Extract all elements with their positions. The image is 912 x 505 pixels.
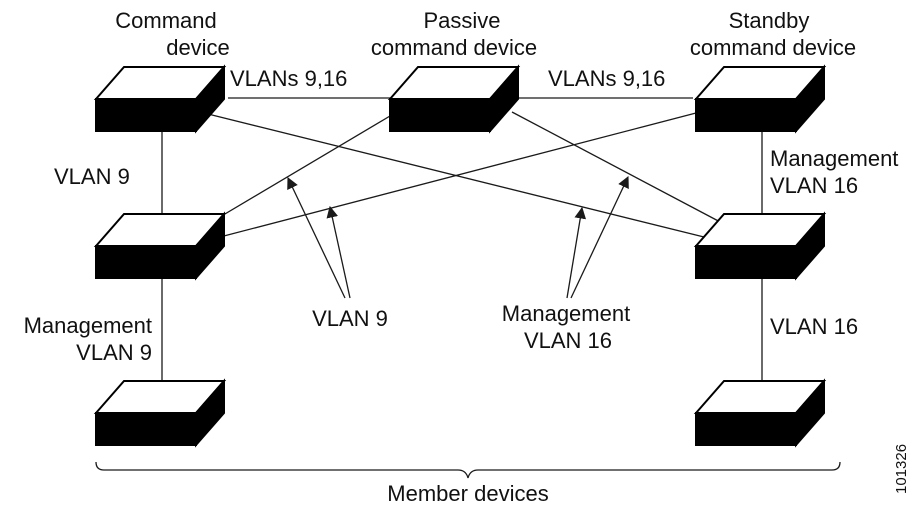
- standby-command-switch-icon: [695, 66, 825, 132]
- member-right-switch-icon: [695, 213, 825, 279]
- link-passive-member-left: [197, 115, 391, 231]
- link-label-command-member: VLAN 9: [54, 164, 130, 189]
- link-label-standby-member-line2: VLAN 16: [770, 173, 858, 198]
- member-devices-brace: [95, 461, 841, 479]
- standby-device-label-line2: command device: [690, 35, 856, 60]
- member-left-switch-icon: [95, 213, 225, 279]
- connection-lines: [161, 97, 763, 382]
- link-label-member-right-lower: VLAN 16: [770, 314, 858, 339]
- callout-vlan9-label: VLAN 9: [312, 306, 388, 331]
- vlan9-pointer-right: [326, 205, 351, 299]
- passive-device-label-line2: command device: [371, 35, 537, 60]
- member-devices-label: Member devices: [387, 481, 548, 505]
- member-left-lower-switch-icon: [95, 380, 225, 446]
- link-label-standby-member-line1: Management: [770, 146, 898, 171]
- figure-id: 101326: [893, 444, 910, 494]
- mgmt16-pointer-right: [570, 175, 629, 299]
- link-command-member-right: [207, 113, 709, 239]
- standby-device-label-line1: Standby: [729, 8, 810, 33]
- callout-mgmt16-label-line2: VLAN 16: [524, 328, 612, 353]
- link-label-passive-standby: VLANs 9,16: [548, 66, 665, 91]
- vlan9-pointer-left: [287, 176, 346, 299]
- mgmt16-pointer-left: [566, 206, 587, 299]
- link-passive-member-right: [511, 111, 725, 225]
- command-device-label-line1: Command: [115, 8, 216, 33]
- command-device-switch-icon: [95, 66, 225, 132]
- member-right-lower-switch-icon: [695, 380, 825, 446]
- callout-mgmt16-label-line1: Management: [502, 301, 630, 326]
- command-device-label-line2: device: [166, 35, 230, 60]
- link-label-member-left-lower-line2: VLAN 9: [76, 340, 152, 365]
- callout-pointers: [287, 175, 629, 299]
- link-label-member-left-lower-line1: Management: [24, 313, 152, 338]
- link-label-command-passive: VLANs 9,16: [230, 66, 347, 91]
- passive-command-switch-icon: [389, 66, 519, 132]
- link-standby-member-left: [219, 112, 697, 238]
- passive-device-label-line1: Passive: [423, 8, 500, 33]
